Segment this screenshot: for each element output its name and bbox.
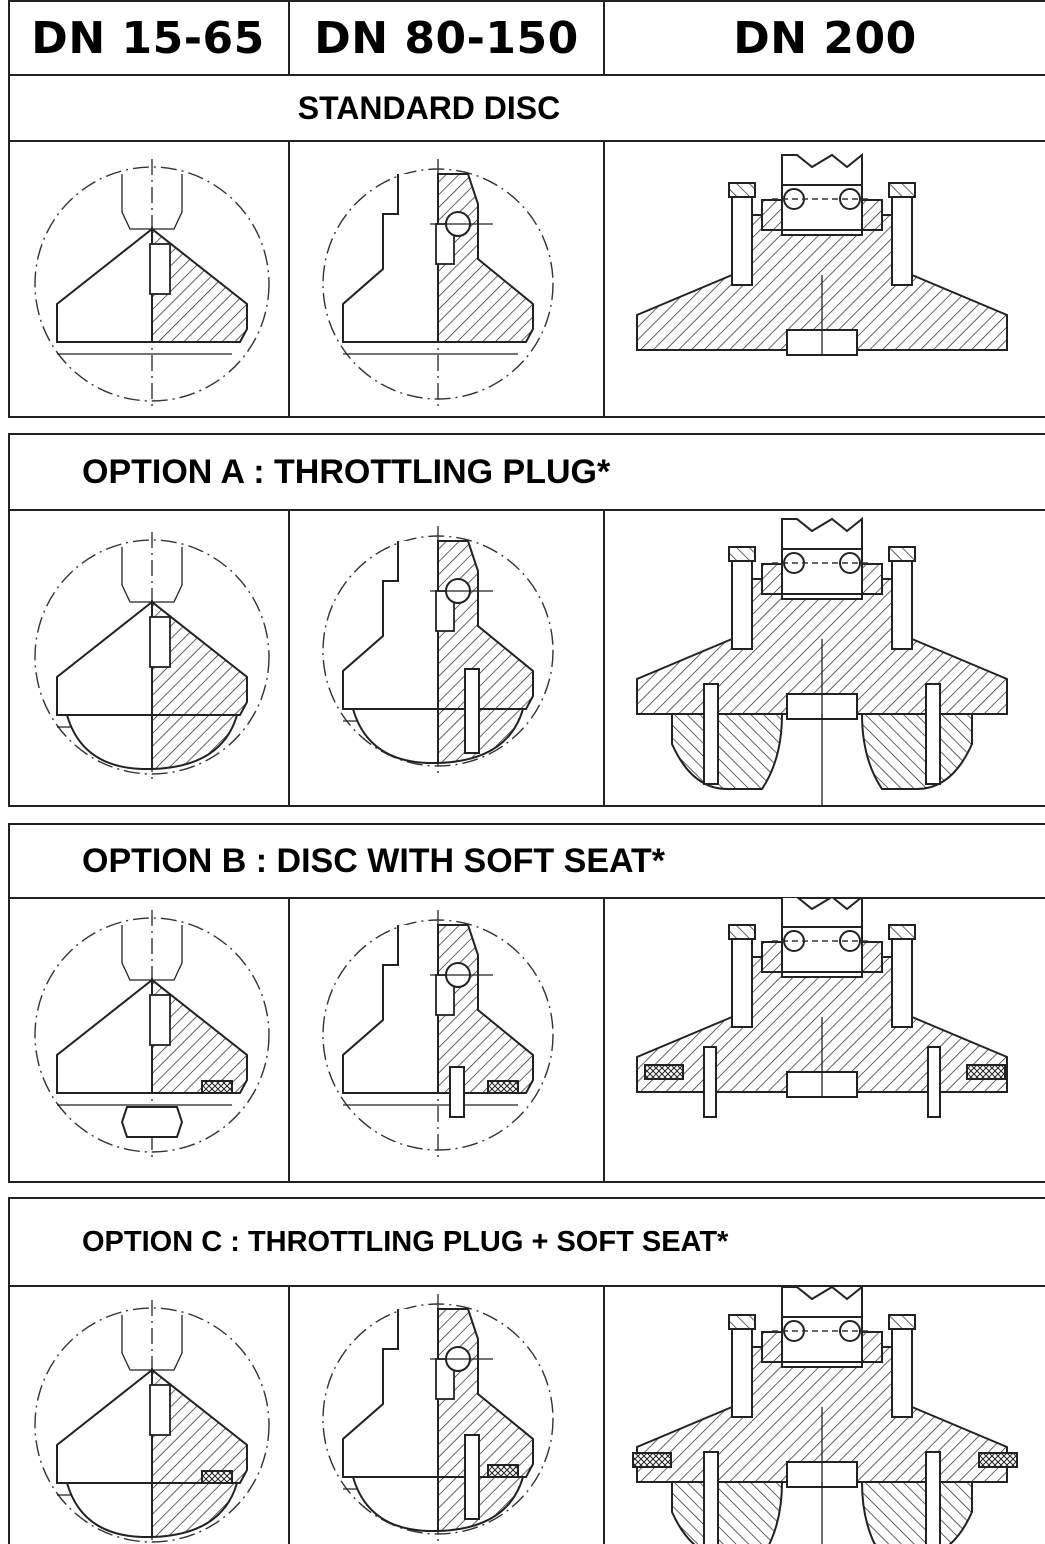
option-b-dn15-65-drawing [10,897,288,1183]
option-a-dn80-150-drawing [288,509,603,807]
option-b-dn80-150-drawing [288,897,603,1183]
standard-disc-dn200-drawing [603,142,1045,418]
section-title-option-c: OPTION C : THROTTLING PLUG + SOFT SEAT* [82,1225,729,1258]
section-title-option-a: OPTION A : THROTTLING PLUG* [82,452,611,491]
option-c-dn200-drawing [603,1285,1045,1544]
header-row [8,0,1045,76]
section-option-b-frame [8,823,1045,1183]
column-header-dn200: DN 200 [603,0,1045,76]
option-c-dn80-150-drawing [288,1285,603,1544]
option-b-dn200-drawing [603,897,1045,1183]
section-option-a-frame [8,433,1045,807]
option-a-dn15-65-drawing [10,509,288,807]
option-c-dn15-65-drawing [10,1285,288,1544]
column-header-dn80-150: DN 80-150 [288,0,603,76]
section-title-standard-disc: STANDARD DISC [297,89,561,126]
standard-disc-dn80-150-drawing [288,142,603,418]
option-a-dn200-drawing [603,509,1045,807]
standard-disc-dn15-65-drawing [10,142,288,418]
section-title-option-b: OPTION B : DISC WITH SOFT SEAT* [82,841,666,880]
section-option-c-frame [8,1197,1045,1544]
section-standard-frame [8,74,1045,418]
column-header-dn15-65: DN 15-65 [31,12,265,64]
